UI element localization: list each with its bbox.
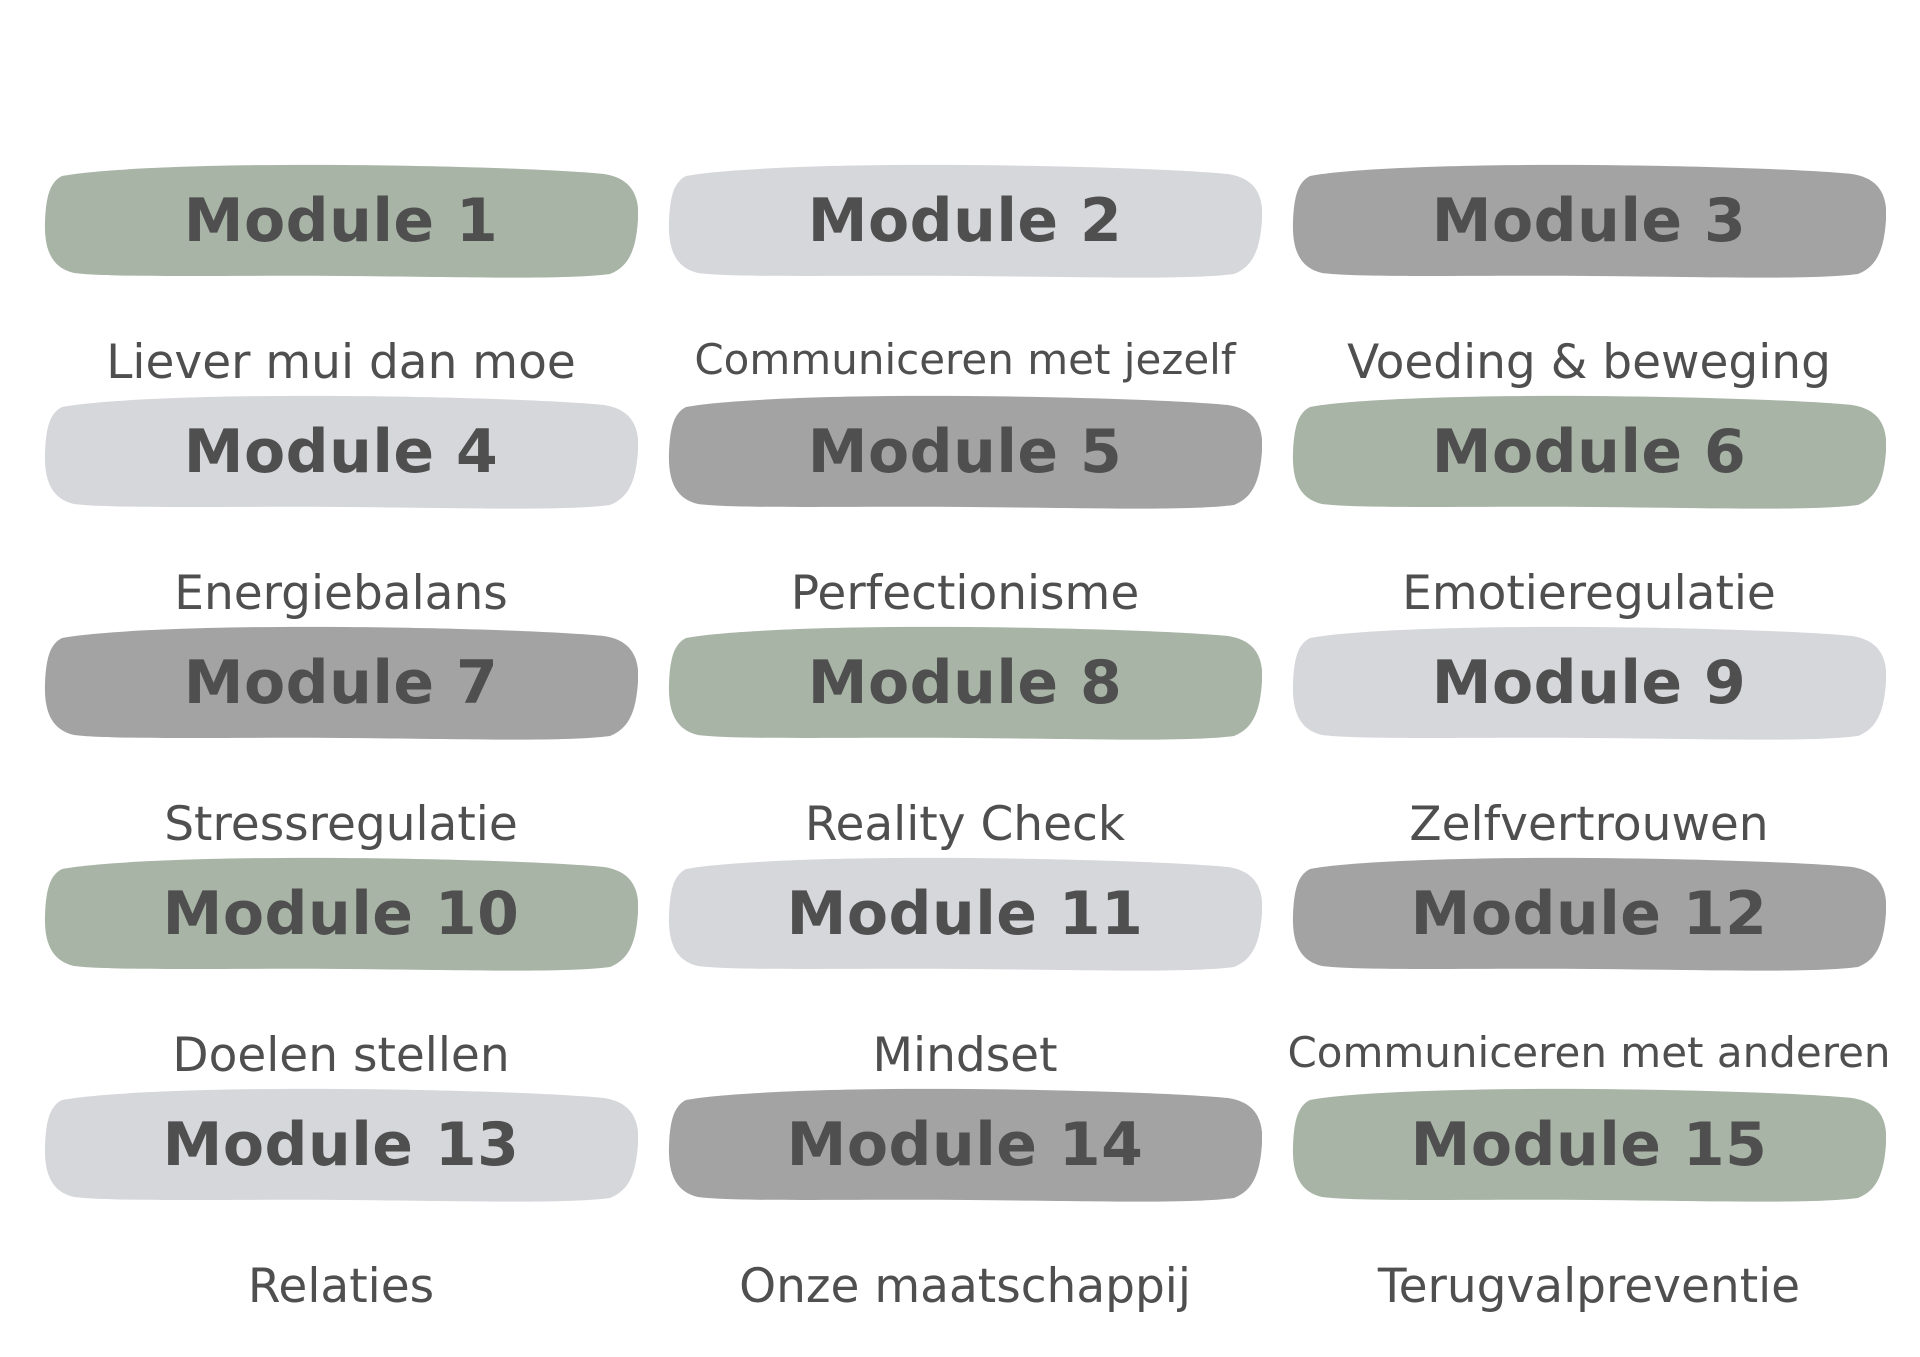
brush-stroke-background xyxy=(1292,857,1886,971)
module-title: Module 9 xyxy=(1431,648,1747,718)
brush-stroke-background xyxy=(44,626,638,740)
module-subtitle: Relaties xyxy=(247,1259,435,1314)
brush-stroke-background xyxy=(1292,395,1886,509)
module-subtitle: Onze maatschappij xyxy=(739,1259,1191,1314)
module-subtitle: Zelfvertrouwen xyxy=(1409,797,1769,852)
brush-stroke-background xyxy=(1292,164,1886,278)
brush-stroke-background xyxy=(668,626,1262,740)
module-title: Module 5 xyxy=(807,417,1123,487)
brush-stroke-background xyxy=(44,1088,638,1202)
module-title: Module 6 xyxy=(1431,417,1747,487)
brush-stroke-background xyxy=(668,857,1262,971)
module-title: Module 15 xyxy=(1410,1110,1768,1180)
module-subtitle: Communiceren met anderen xyxy=(1287,1028,1891,1077)
module-title: Module 14 xyxy=(786,1110,1144,1180)
module-title: Module 7 xyxy=(183,648,499,718)
module-title: Module 8 xyxy=(807,648,1123,718)
module-subtitle: Terugvalpreventie xyxy=(1377,1259,1801,1314)
module-subtitle: Perfectionisme xyxy=(790,566,1140,621)
module-title: Module 12 xyxy=(1410,879,1768,949)
brush-stroke-background xyxy=(668,164,1262,278)
brush-stroke-background xyxy=(44,395,638,509)
brush-stroke-background xyxy=(668,395,1262,509)
brush-stroke-background xyxy=(44,857,638,971)
module-subtitle: Liever mui dan moe xyxy=(106,335,576,390)
module-title: Module 4 xyxy=(183,417,499,487)
module-title: Module 1 xyxy=(183,186,499,256)
module-subtitle: Reality Check xyxy=(804,797,1126,852)
module-subtitle: Doelen stellen xyxy=(172,1028,510,1083)
brush-stroke-background xyxy=(44,164,638,278)
module-title: Module 13 xyxy=(162,1110,520,1180)
brush-stroke-background xyxy=(1292,1088,1886,1202)
brush-stroke-background xyxy=(668,1088,1262,1202)
module-subtitle: Emotieregulatie xyxy=(1402,566,1776,621)
module-subtitle: Stressregulatie xyxy=(164,797,518,852)
module-subtitle: Voeding & beweging xyxy=(1347,335,1831,390)
module-title: Module 3 xyxy=(1431,186,1747,256)
brush-stroke-background xyxy=(1292,626,1886,740)
module-title: Module 10 xyxy=(162,879,520,949)
module-subtitle: Communiceren met jezelf xyxy=(694,335,1236,384)
module-subtitle: Mindset xyxy=(872,1028,1058,1083)
module-subtitle: Energiebalans xyxy=(174,566,508,621)
module-title: Module 2 xyxy=(807,186,1123,256)
module-title: Module 11 xyxy=(786,879,1144,949)
